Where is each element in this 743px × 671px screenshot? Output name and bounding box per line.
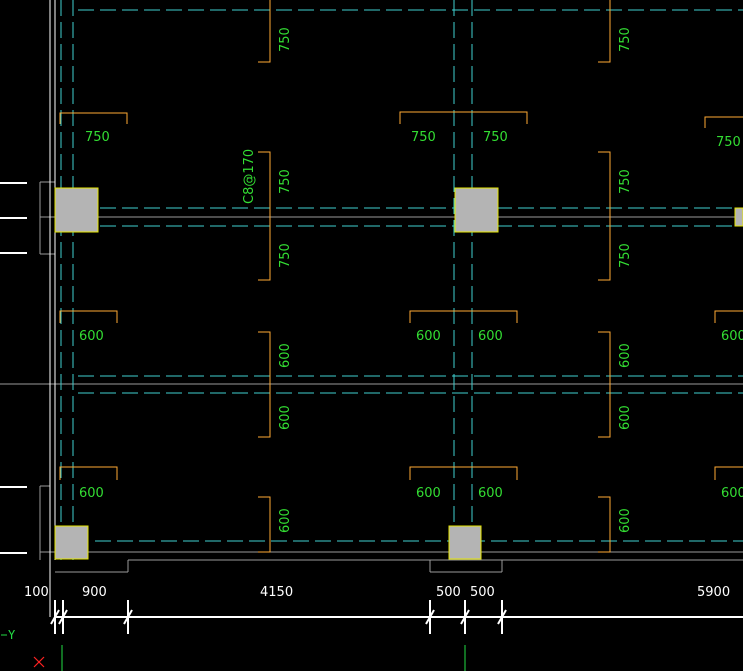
- dim-label: 600: [79, 486, 104, 501]
- dim-label: 600: [478, 486, 503, 501]
- dim-label: 600: [416, 486, 441, 501]
- dim-label: 750: [278, 243, 293, 268]
- rebar-dashed-lines: [60, 0, 743, 560]
- dimension-value: 500: [470, 585, 495, 600]
- dimension-value: 4150: [260, 585, 293, 600]
- dim-label: 750: [618, 27, 633, 52]
- column: [448, 525, 482, 560]
- dimension-value: 500: [436, 585, 461, 600]
- ucs-y-label: Y: [8, 628, 16, 642]
- dim-label: 750: [411, 130, 436, 145]
- dim-label: 600: [416, 329, 441, 344]
- dim-label: 750: [618, 169, 633, 194]
- dim-label: 750: [278, 27, 293, 52]
- column: [454, 187, 499, 233]
- row3-labels: 600 600 600 600: [79, 486, 743, 501]
- dim-label: 600: [79, 329, 104, 344]
- slab-edge-lines: [49, 0, 56, 617]
- dim-label: 750: [618, 243, 633, 268]
- dim-label: 750: [716, 135, 741, 150]
- column: [54, 187, 99, 233]
- column: [54, 525, 89, 560]
- row2-labels: 600 600 600 600 600 600 600 600 600 600: [79, 329, 743, 533]
- dimension-value: 5900: [697, 585, 730, 600]
- columns: [54, 187, 743, 560]
- row1-labels: C8@170 750 750 750 750 750 750 750 750 7…: [85, 27, 741, 268]
- dim-label: 750: [483, 130, 508, 145]
- dim-label: 750: [278, 169, 293, 194]
- grid-axis-marks: [61, 645, 466, 671]
- dim-label: 600: [618, 343, 633, 368]
- dim-label: 600: [278, 508, 293, 533]
- ucs-icon: Y: [1, 628, 45, 668]
- support-brackets: [59, 0, 743, 553]
- column: [734, 207, 743, 227]
- dimension-chain: [50, 600, 743, 634]
- dim-label: 600: [278, 405, 293, 430]
- dim-label: 600: [618, 405, 633, 430]
- dim-label: 600: [618, 508, 633, 533]
- dimension-labels: 100 900 4150 500 500 5900: [24, 585, 730, 600]
- dim-label: 600: [721, 329, 743, 344]
- dimension-value: 900: [82, 585, 107, 600]
- dim-label: 600: [278, 343, 293, 368]
- dim-label: 600: [721, 486, 743, 501]
- beam-lines: [0, 181, 743, 573]
- section-markers: [0, 182, 27, 554]
- dimension-value: 100: [24, 585, 49, 600]
- dim-label: 750: [85, 130, 110, 145]
- rebar-spec-label: C8@170: [242, 149, 257, 204]
- dim-label: 600: [478, 329, 503, 344]
